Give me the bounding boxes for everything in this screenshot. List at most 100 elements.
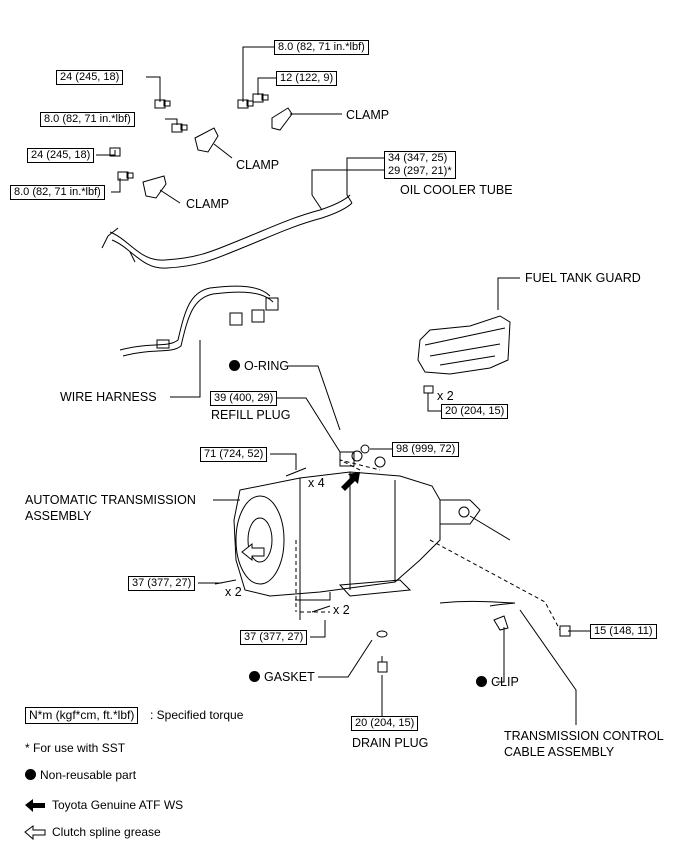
- tail-housing: [440, 499, 481, 525]
- non-reusable-icon: [476, 676, 487, 687]
- quantity-label: x 2: [225, 585, 242, 599]
- cable-nut: [559, 625, 571, 637]
- legend-non-reusable-text: Non-reusable part: [40, 768, 137, 782]
- harness-connector: [229, 312, 243, 326]
- label-trans-cable-line2: CABLE ASSEMBLY: [504, 745, 615, 759]
- quantity-label: x 2: [333, 603, 350, 617]
- grease-arrow-icon: [241, 542, 265, 562]
- torque-box: 8.0 (82, 71 in.*lbf): [274, 40, 369, 55]
- torque-box: 24 (245, 18): [56, 70, 124, 85]
- quantity-label: x 2: [437, 389, 454, 403]
- torque-box: 98 (999, 72): [392, 442, 460, 457]
- leader-line: [257, 77, 276, 95]
- label-wire-harness: WIRE HARNESS: [60, 390, 157, 404]
- grease-legend-icon: [24, 825, 46, 841]
- torque-value: 34 (347, 25): [388, 152, 448, 164]
- bolt-37b: [311, 605, 331, 613]
- leader-line: [497, 277, 520, 310]
- torque-box: 37 (377, 27): [128, 576, 196, 591]
- torque-converter: [235, 495, 285, 585]
- oil-cooler-tube: [109, 194, 351, 261]
- transmission-cable: [439, 600, 516, 604]
- leader-line: [170, 340, 201, 398]
- clamp-shape: [194, 127, 219, 153]
- gasket-text: GASKET: [264, 670, 315, 684]
- leader-line: [318, 639, 373, 678]
- leader-line: [311, 169, 384, 195]
- quantity-label: x 4: [308, 476, 325, 490]
- refill-plug-shape: [339, 451, 355, 467]
- label-gasket: GASKET: [249, 670, 315, 684]
- legend-sst-note: * For use with SST: [25, 741, 126, 755]
- atf-legend-icon: [25, 799, 45, 812]
- label-auto-trans-line1: AUTOMATIC TRANSMISSION: [25, 493, 196, 507]
- legend-grease: Clutch spline grease: [52, 825, 161, 839]
- label-trans-cable-line1: TRANSMISSION CONTROL: [504, 729, 664, 743]
- label-o-ring: O-RING: [229, 359, 289, 373]
- clip-text: CLIP: [491, 675, 519, 689]
- legend-atf: Toyota Genuine ATF WS: [52, 798, 184, 812]
- leader-line: [287, 365, 341, 431]
- bolt-6: [117, 171, 134, 181]
- leader-line: [242, 46, 274, 102]
- torque-box: 71 (724, 52): [200, 447, 268, 462]
- non-reusable-icon: [249, 671, 260, 682]
- clamp-shape: [271, 107, 293, 131]
- torque-box: 24 (245, 18): [27, 148, 95, 163]
- clip-shape: [493, 615, 509, 631]
- torque-box: 20 (204, 15): [351, 716, 419, 731]
- torque-box: 39 (400, 29): [210, 391, 278, 406]
- torque-value: 29 (297, 21)*: [388, 165, 452, 177]
- torque-box: 12 (122, 9): [276, 71, 338, 86]
- bolt-37a: [214, 579, 237, 585]
- torque-box: 15 (148, 11): [590, 624, 657, 639]
- bolt-4: [171, 123, 188, 133]
- label-clip: CLIP: [476, 675, 519, 689]
- non-reusable-icon: [25, 769, 36, 780]
- torque-box: 8.0 (82, 71 in.*lbf): [10, 185, 105, 200]
- leader-line: [146, 76, 161, 102]
- leader-line: [213, 143, 233, 159]
- leader-line: [111, 178, 121, 193]
- label-auto-trans-line2: ASSEMBLY: [25, 509, 92, 523]
- label-drain-plug: DRAIN PLUG: [352, 736, 429, 750]
- leader-line: [277, 397, 341, 453]
- non-reusable-icon: [229, 360, 240, 371]
- atf-arrow-icon: [341, 472, 360, 491]
- o-ring-shape: [351, 450, 363, 462]
- fuel-tank-guard-shape: [417, 315, 511, 375]
- bolt-98: [360, 444, 386, 468]
- gasket-shape: [376, 630, 388, 638]
- label-refill-plug: REFILL PLUG: [211, 408, 291, 422]
- leader-line: [165, 118, 178, 125]
- label-clamp: CLAMP: [186, 197, 230, 211]
- long-bolt: [469, 515, 511, 541]
- bolt-1: [237, 99, 254, 109]
- bolt-2: [154, 99, 171, 109]
- leader-line: [96, 150, 116, 156]
- torque-box: 8.0 (82, 71 in.*lbf): [40, 112, 135, 127]
- leader-line: [270, 453, 297, 470]
- label-fuel-tank-guard: FUEL TANK GUARD: [525, 271, 641, 285]
- transmission-body: [233, 471, 441, 597]
- legend-non-reusable: Non-reusable part: [25, 768, 136, 782]
- legend-unit-box: N*m (kgf*cm, ft.*lbf): [25, 707, 139, 724]
- legend-unit-desc: : Specified torque: [150, 708, 244, 722]
- leader-line: [496, 627, 505, 683]
- o-ring-text: O-RING: [244, 359, 290, 373]
- bolt-71: [285, 467, 307, 477]
- torque-box: 20 (204, 15): [441, 404, 509, 419]
- oil-pan: [338, 579, 412, 597]
- torque-box-double: 34 (347, 25) 29 (297, 21)*: [384, 151, 456, 179]
- drain-plug-shape: [377, 656, 388, 673]
- bolt-3: [252, 93, 269, 103]
- leader-line: [310, 620, 326, 638]
- label-oil-cooler-tube: OIL COOLER TUBE: [400, 183, 513, 197]
- leader-line: [427, 400, 441, 412]
- leader-line: [519, 609, 577, 725]
- leader-line: [346, 157, 384, 195]
- label-clamp: CLAMP: [346, 108, 390, 122]
- bolt-5: [109, 147, 121, 157]
